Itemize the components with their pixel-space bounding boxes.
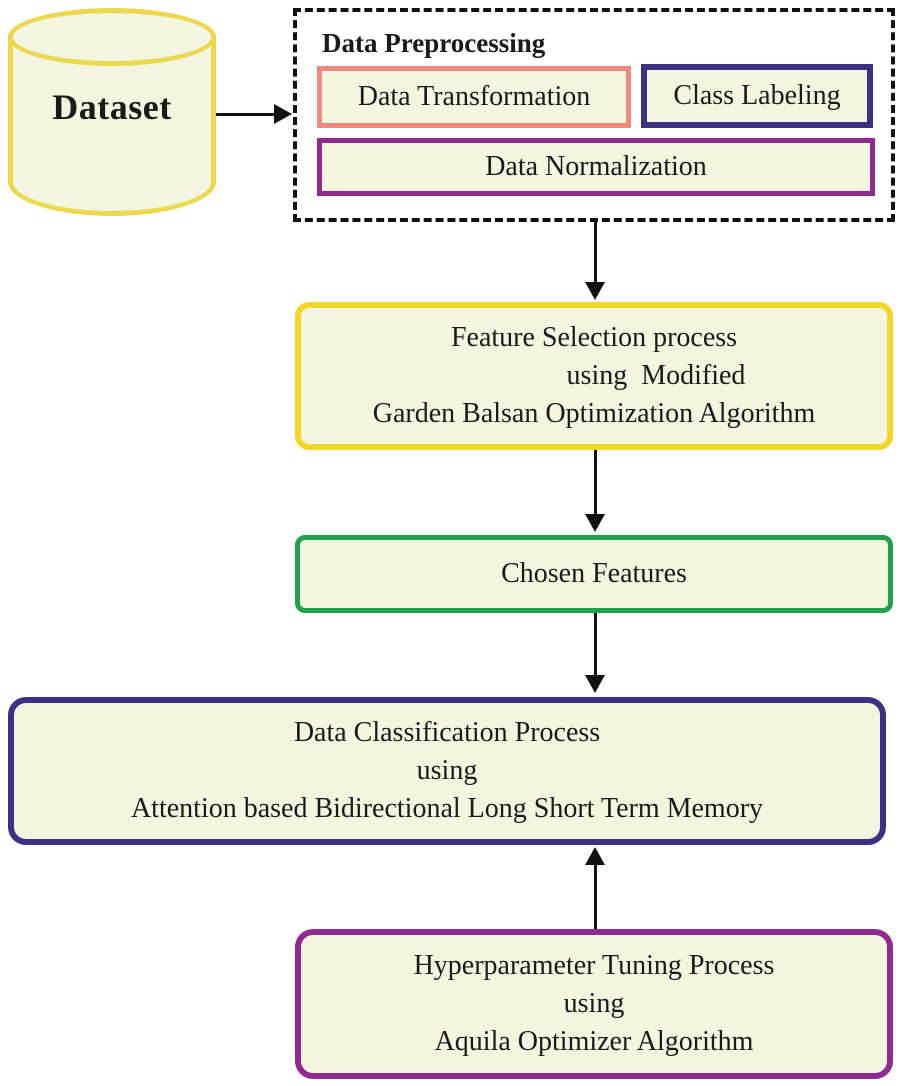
feature-selection-line3: Garden Balsan Optimization Algorithm bbox=[372, 398, 816, 429]
arrowhead-right-icon bbox=[274, 104, 292, 124]
arrow-line bbox=[594, 864, 597, 929]
preprocessing-title: Data Preprocessing bbox=[322, 28, 546, 58]
classification-line3: Attention based Bidirectional Long Short… bbox=[130, 793, 764, 824]
arrow-line bbox=[594, 222, 597, 284]
class-labeling-box: Class Labeling bbox=[641, 64, 873, 128]
data-normalization-box: Data Normalization bbox=[317, 138, 875, 196]
classification-line2: using bbox=[416, 755, 478, 786]
data-normalization-label: Data Normalization bbox=[485, 151, 707, 182]
chosen-features-label: Chosen Features bbox=[501, 558, 687, 589]
dataset-label: Dataset bbox=[52, 87, 172, 127]
arrow-line bbox=[594, 613, 597, 675]
hyperparameter-line3: Aquila Optimizer Algorithm bbox=[434, 1026, 754, 1057]
hyperparameter-line1: Hyperparameter Tuning Process bbox=[413, 950, 775, 981]
class-labeling-label: Class Labeling bbox=[673, 80, 841, 111]
classification-box: Data Classification Process using Attent… bbox=[8, 697, 886, 845]
arrowhead-down-icon bbox=[585, 514, 605, 532]
hyperparameter-tuning-box: Hyperparameter Tuning Process using Aqui… bbox=[295, 929, 893, 1079]
chosen-features-box: Chosen Features bbox=[295, 535, 893, 613]
classification-line1: Data Classification Process bbox=[293, 717, 601, 748]
arrowhead-down-icon bbox=[585, 282, 605, 300]
preprocessing-group: Data Preprocessing Data Transformation C… bbox=[293, 8, 895, 222]
data-transformation-label: Data Transformation bbox=[357, 81, 591, 112]
dataset-cylinder: Dataset bbox=[8, 8, 216, 216]
data-transformation-box: Data Transformation bbox=[317, 66, 631, 128]
dataset-cylinder-top bbox=[8, 8, 216, 66]
arrow-line bbox=[216, 113, 276, 116]
feature-selection-line2: using Modified bbox=[566, 360, 746, 391]
feature-selection-line1: Feature Selection process bbox=[450, 322, 738, 353]
arrowhead-up-icon bbox=[585, 847, 605, 865]
feature-selection-box: Feature Selection process using Modified… bbox=[295, 302, 893, 450]
arrowhead-down-icon bbox=[585, 675, 605, 693]
hyperparameter-line2: using bbox=[563, 988, 625, 1019]
arrow-line bbox=[594, 450, 597, 514]
